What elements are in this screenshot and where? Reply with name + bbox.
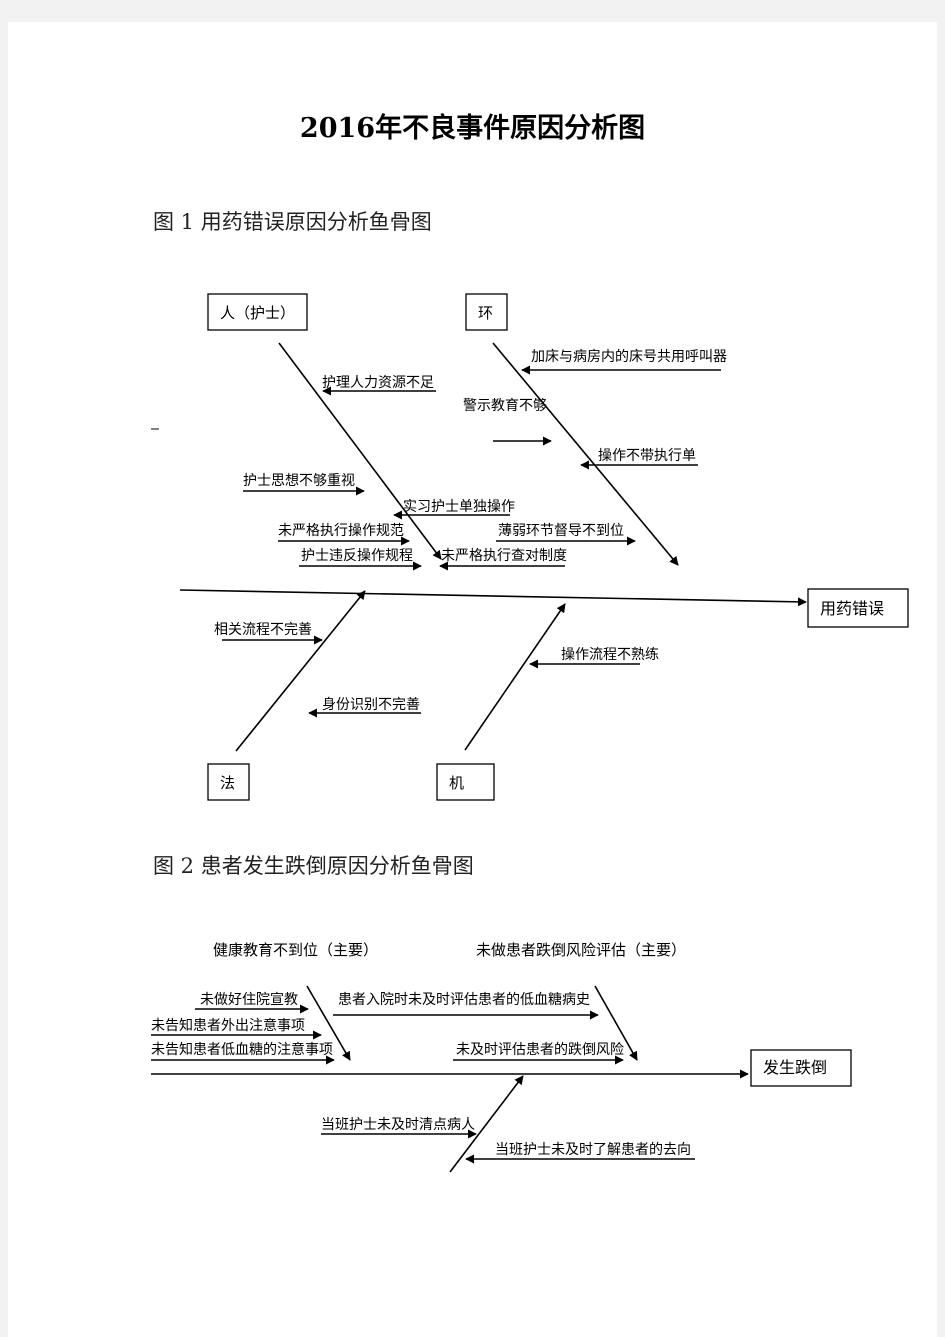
fig1-cause-c1: 加床与病房内的床号共用呼叫器	[531, 349, 727, 365]
fig1-box-huan	[465, 293, 508, 331]
fig1-bone-huan	[492, 342, 679, 566]
fig1-box-fa	[207, 763, 250, 801]
fig1-cause-c2: 护理人力资源不足	[322, 375, 434, 391]
fig1-box-ren	[207, 293, 308, 331]
fig2-category-risk: 未做患者跌倒风险评估（主要）	[476, 941, 686, 959]
fig2-cause-d1: 未做好住院宣教	[200, 992, 298, 1008]
fig2-cause-d7: 当班护士未及时了解患者的去向	[495, 1142, 691, 1158]
fig2-cause-d2: 患者入院时未及时评估患者的低血糖病史	[338, 992, 590, 1008]
fig1-bone-ren	[278, 342, 442, 560]
figure-2-fishbone	[151, 985, 852, 1173]
fig1-cause-c8: 薄弱环节督导不到位	[498, 523, 624, 539]
fig1-spine	[179, 589, 807, 607]
fig1-bone-fa	[235, 590, 366, 752]
fig1-cause-c9: 护士违反操作规程	[301, 548, 413, 564]
fig1-cause-c4: 操作不带执行单	[598, 448, 696, 464]
fig1-effect-label: 用药错误	[820, 599, 884, 618]
fig2-cause-d5: 未及时评估患者的跌倒风险	[456, 1042, 624, 1058]
figure-1-fishbone	[151, 293, 909, 801]
fig1-category-ren: 人（护士）	[220, 304, 295, 322]
fig1-cause-c10: 未严格执行查对制度	[441, 548, 567, 564]
fishbone-diagrams: 人（护士） 环 法 机 用药错误 加床与病房内的床号共用呼叫器 护理人力资源不足…	[151, 293, 909, 1173]
fig1-cause-c7: 未严格执行操作规范	[278, 522, 404, 539]
fig1-cause-c5: 护士思想不够重视	[243, 473, 355, 489]
fig1-bone-ji	[464, 603, 566, 751]
figure-2-labels: 健康教育不到位（主要） 未做患者跌倒风险评估（主要） 发生跌倒 未做好住院宣教 …	[151, 941, 827, 1158]
fig2-cause-d6: 当班护士未及时清点病人	[321, 1117, 475, 1133]
fig1-category-ji: 机	[449, 774, 464, 792]
page-title: 2016年不良事件原因分析图	[299, 113, 646, 144]
fig1-category-fa: 法	[220, 774, 235, 792]
fig1-box-ji	[436, 763, 495, 801]
figure-2-caption: 图 2 患者发生跌倒原因分析鱼骨图	[153, 854, 474, 878]
fig1-box-effect	[807, 588, 909, 628]
document-page: 2016年不良事件原因分析图 图 1 用药错误原因分析鱼骨图 图 2 患者发生跌…	[8, 22, 937, 1337]
fig1-cause-c6: 实习护士单独操作	[403, 499, 515, 515]
fig1-category-huan: 环	[478, 304, 493, 322]
fig2-cause-d4: 未告知患者低血糖的注意事项	[151, 1041, 333, 1058]
fig2-category-edu: 健康教育不到位（主要）	[213, 941, 378, 959]
fig2-bone-risk	[594, 985, 638, 1061]
fig1-cause-c13: 身份识别不完善	[322, 697, 420, 713]
figure-1-caption: 图 1 用药错误原因分析鱼骨图	[153, 210, 432, 234]
fig2-bone-edu	[306, 985, 351, 1061]
fig1-cause-c12: 操作流程不熟练	[561, 647, 659, 663]
fig2-cause-d3: 未告知患者外出注意事项	[151, 1017, 305, 1034]
fig1-cause-c11: 相关流程不完善	[214, 622, 312, 638]
figure-1-labels: 人（护士） 环 法 机 用药错误 加床与病房内的床号共用呼叫器 护理人力资源不足…	[214, 304, 884, 792]
fig1-cause-c3: 警示教育不够	[463, 398, 547, 414]
fig2-bone-bottom	[449, 1075, 524, 1173]
fig2-box-effect	[750, 1049, 852, 1087]
fig2-effect-label: 发生跌倒	[763, 1058, 827, 1077]
